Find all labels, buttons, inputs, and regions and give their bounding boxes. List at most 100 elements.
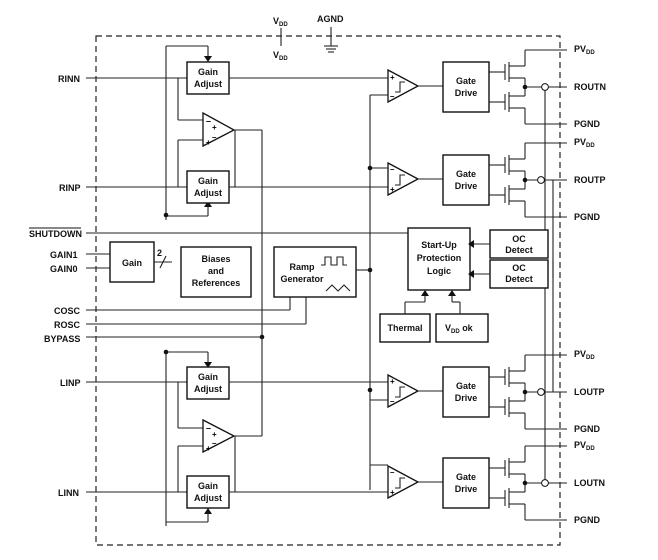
svg-text:Biases: Biases: [201, 254, 230, 264]
oc-detect-block-1: OC Detect: [489, 229, 549, 259]
supply-agnd: AGND: [317, 14, 344, 53]
pin-linn: LINN: [58, 488, 79, 498]
svg-text:References: References: [192, 278, 241, 288]
svg-text:OC: OC: [512, 263, 526, 273]
thermal-block: Thermal: [379, 313, 431, 343]
svg-text:Drive: Drive: [455, 88, 478, 98]
chip-boundary: [95, 35, 561, 546]
diff-amp-left: – + – +: [202, 418, 236, 454]
gain-adjust-block-3: Gain Adjust: [186, 366, 230, 400]
pin-pgnd-4: PGND: [574, 515, 601, 525]
svg-text:+: +: [206, 138, 211, 147]
gain-adjust-block-4: Gain Adjust: [186, 475, 230, 509]
comparator-loutn: – +: [387, 464, 420, 500]
output-stage-routp: [489, 142, 567, 218]
svg-text:–: –: [390, 165, 395, 174]
svg-text:+: +: [212, 123, 217, 132]
svg-text:–: –: [390, 397, 395, 406]
svg-text:Adjust: Adjust: [194, 79, 222, 89]
pin-pvdd-1: PVDD: [574, 44, 595, 56]
gain-adjust-block-2: Gain Adjust: [186, 170, 230, 204]
pin-loutn: LOUTN: [574, 478, 605, 488]
svg-text:Gate: Gate: [456, 381, 476, 391]
pin-loutp: LOUTP: [574, 387, 605, 397]
pin-routn: ROUTN: [574, 82, 606, 92]
svg-text:Start-Up: Start-Up: [421, 240, 457, 250]
svg-text:+: +: [390, 377, 395, 386]
svg-text:Gain: Gain: [198, 176, 218, 186]
svg-text:+: +: [390, 185, 395, 194]
pin-linp: LINP: [60, 378, 81, 388]
svg-text:+: +: [212, 430, 217, 439]
pin-cosc: COSC: [54, 306, 81, 316]
output-stage-loutp: [489, 354, 567, 430]
svg-text:Logic: Logic: [427, 266, 451, 276]
svg-text:Gain: Gain: [198, 481, 218, 491]
svg-text:Drive: Drive: [455, 484, 478, 494]
svg-text:Detect: Detect: [505, 245, 533, 255]
svg-text:Generator: Generator: [280, 274, 324, 284]
ramp-generator-block: Ramp Generator: [273, 246, 357, 298]
svg-text:Gain: Gain: [122, 258, 142, 268]
comparator-routp: – +: [387, 161, 420, 197]
svg-text:Gate: Gate: [456, 169, 476, 179]
svg-text:Protection: Protection: [417, 253, 462, 263]
svg-text:Adjust: Adjust: [194, 188, 222, 198]
pin-pgnd-3: PGND: [574, 424, 601, 434]
gate-drive-routp: Gate Drive: [442, 154, 490, 206]
svg-text:Drive: Drive: [455, 181, 478, 191]
svg-text:Gain: Gain: [198, 67, 218, 77]
svg-text:and: and: [208, 266, 224, 276]
svg-text:–: –: [206, 116, 211, 126]
svg-text:Adjust: Adjust: [194, 493, 222, 503]
gate-drive-loutp: Gate Drive: [442, 366, 490, 418]
pin-routp: ROUTP: [574, 175, 606, 185]
svg-text:Drive: Drive: [455, 393, 478, 403]
svg-text:VDD: VDD: [273, 16, 288, 28]
svg-text:Gate: Gate: [456, 472, 476, 482]
svg-text:Thermal: Thermal: [387, 323, 422, 333]
pin-gain1: GAIN1: [50, 250, 78, 260]
svg-text:2: 2: [157, 248, 162, 258]
svg-text:VDD ok: VDD ok: [445, 323, 474, 335]
svg-text:Adjust: Adjust: [194, 384, 222, 394]
svg-text:OC: OC: [512, 234, 526, 244]
pin-pgnd-2: PGND: [574, 212, 601, 222]
pin-pvdd-4: PVDD: [574, 440, 595, 452]
svg-text:+: +: [390, 73, 395, 82]
pin-gain0: GAIN0: [50, 264, 78, 274]
svg-text:–: –: [212, 133, 217, 142]
pin-bypass: BYPASS: [44, 334, 80, 344]
svg-text:+: +: [206, 444, 211, 453]
comparator-routn: + –: [387, 68, 420, 104]
svg-text:Gate: Gate: [456, 76, 476, 86]
vdd-ok-block: VDD ok: [435, 313, 489, 343]
pin-rinp: RINP: [59, 183, 81, 193]
biases-references-block: Biases and References: [180, 246, 252, 298]
pin-shutdown: SHUTDOWN: [29, 229, 82, 239]
svg-text:Detect: Detect: [505, 274, 533, 284]
svg-text:+: +: [390, 488, 395, 497]
gate-drive-routn: Gate Drive: [442, 61, 490, 113]
svg-text:–: –: [390, 468, 395, 477]
pin-pgnd-1: PGND: [574, 119, 601, 129]
pin-rinn: RINN: [58, 74, 80, 84]
svg-text:VDD: VDD: [273, 50, 288, 62]
svg-text:–: –: [212, 439, 217, 448]
pin-rosc: ROSC: [54, 320, 81, 330]
svg-text:Gain: Gain: [198, 372, 218, 382]
gate-drive-loutn: Gate Drive: [442, 457, 490, 509]
gain-block: Gain: [109, 241, 155, 283]
supply-vdd: VDD VDD: [273, 16, 288, 62]
oc-detect-block-2: OC Detect: [489, 259, 549, 289]
output-stage-routn: [489, 49, 567, 125]
gain-adjust-block-1: Gain Adjust: [186, 61, 230, 95]
output-stage-loutn: [489, 445, 567, 521]
pin-pvdd-2: PVDD: [574, 137, 595, 149]
startup-protection-logic-block: Start-Up Protection Logic: [407, 227, 471, 291]
diff-amp-right: – + – +: [202, 111, 236, 148]
svg-text:AGND: AGND: [317, 14, 344, 24]
pin-pvdd-3: PVDD: [574, 349, 595, 361]
